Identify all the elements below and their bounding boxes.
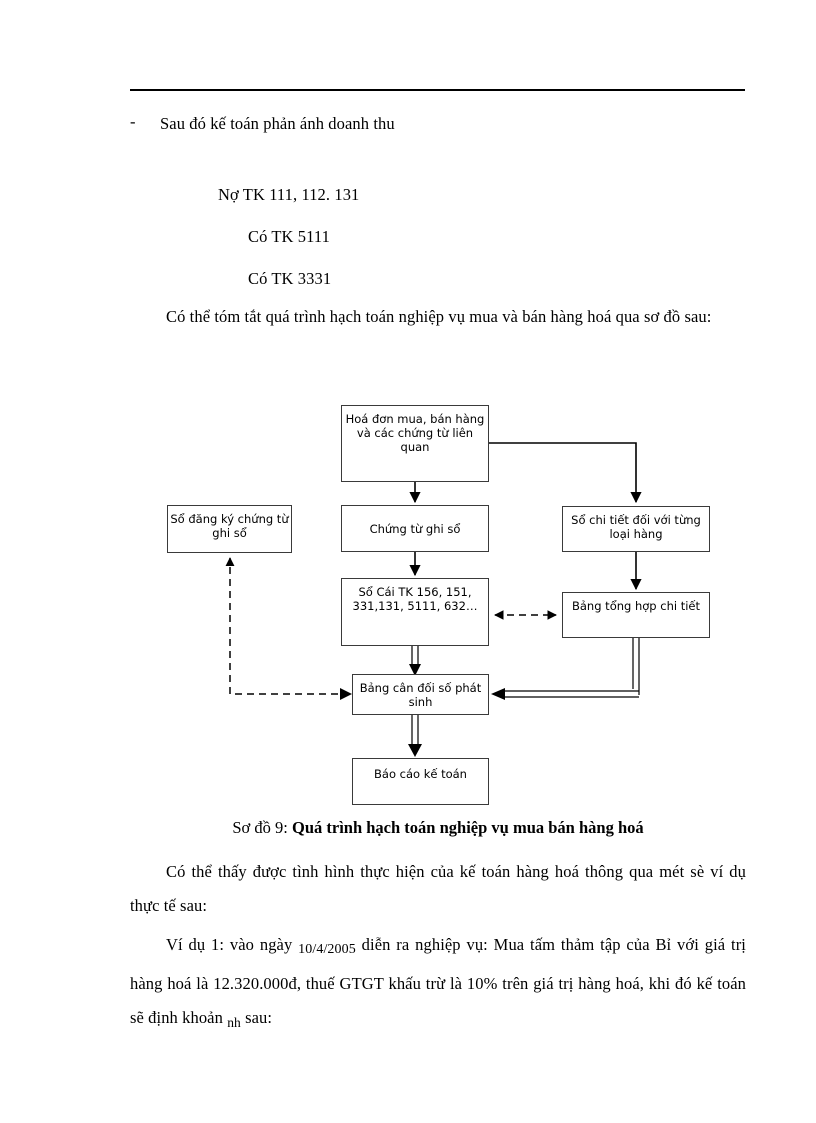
diagram-box-report: Báo cáo kế toán [352, 758, 489, 805]
paragraph-example: Ví dụ 1: vào ngày 10/4/2005 diễn ra nghi… [130, 928, 746, 1040]
example-text-part3: sau: [240, 1008, 273, 1027]
header-rule [130, 89, 745, 91]
entry-line-1: Nợ TK 111, 112. 131 [218, 185, 360, 204]
summary-paragraph: Có thể tóm tắt quá trình hạch toán nghiệ… [166, 307, 712, 326]
bullet-dash-icon: - [130, 112, 136, 131]
diagram-box-summary: Bảng tổng hợp chi tiết [562, 592, 710, 638]
diagram-box-balance: Bảng cân đối số phát sinh [352, 674, 489, 715]
paragraph-after-figure: Có thể thấy được tình hình thực hiện của… [130, 862, 751, 915]
diagram-box-invoice: Hoá đơn mua, bán hàng và các chứng từ li… [341, 405, 489, 482]
diagram-box-ledger: Sổ Cái TK 156, 151, 331,131, 5111, 632… [341, 578, 489, 646]
figure-caption: Sơ đồ 9: Quá trình hạch toán nghiệp vụ m… [130, 818, 746, 838]
figure-caption-lead: Sơ đồ 9: [232, 818, 292, 837]
entry-line-2: Có TK 5111 [248, 227, 330, 246]
diagram-box-register: Sổ đăng ký chứng từ ghi sổ [167, 505, 292, 553]
bullet-paragraph: - Sau đó kế toán phản ánh doanh thu [130, 105, 750, 141]
diagram-box-detail: Sổ chi tiết đối với từng loại hàng [562, 506, 710, 552]
example-suffix: nh [227, 1015, 241, 1030]
figure-caption-title: Quá trình hạch toán nghiệp vụ mua bán hà… [291, 818, 644, 837]
example-text-part2: diễn ra nghiệp vụ: Mua tấm thảm tập của … [130, 935, 751, 1027]
example-date: 10/4/2005 [298, 942, 356, 957]
bullet-text: Sau đó kế toán phản ánh doanh thu [160, 114, 395, 133]
example-text-part1: Ví dụ 1: vào ngày [166, 935, 299, 954]
diagram-box-voucher: Chứng từ ghi sổ [341, 505, 489, 552]
entry-line-3: Có TK 3331 [248, 269, 332, 288]
